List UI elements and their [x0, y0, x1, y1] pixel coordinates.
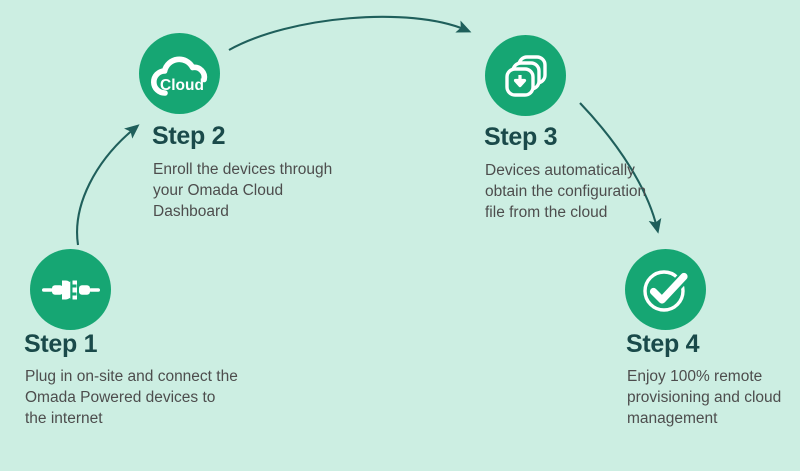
step-3-description: Devices automatically obtain the configu…: [485, 162, 647, 221]
download-stack-icon: [502, 52, 550, 100]
arrow-step1-to-step2: [76, 124, 140, 246]
plug-connector-icon: [41, 275, 100, 305]
step-1-description: Plug in on-site and connect the Omada Po…: [25, 368, 238, 427]
check-circle-icon: [640, 264, 692, 316]
step-2-icon-circle[interactable]: Cloud: [139, 33, 220, 114]
step-2-description: Enroll the devices through your Omada Cl…: [153, 161, 333, 220]
cloud-icon: Cloud: [150, 52, 208, 96]
cloud-icon-label: Cloud: [160, 77, 204, 94]
step-4-icon-circle[interactable]: [625, 249, 706, 330]
step-1-title: Step 1: [24, 330, 98, 358]
step-2-title: Step 2: [152, 122, 226, 150]
step-3-icon-circle[interactable]: [485, 35, 566, 116]
step-1-icon-circle[interactable]: [30, 249, 111, 330]
step-3-title: Step 3: [484, 123, 558, 151]
arrow-step2-to-step3: [228, 15, 472, 51]
step-4-description: Enjoy 100% remote provisioning and cloud…: [627, 368, 782, 427]
step-4-title: Step 4: [626, 330, 700, 358]
